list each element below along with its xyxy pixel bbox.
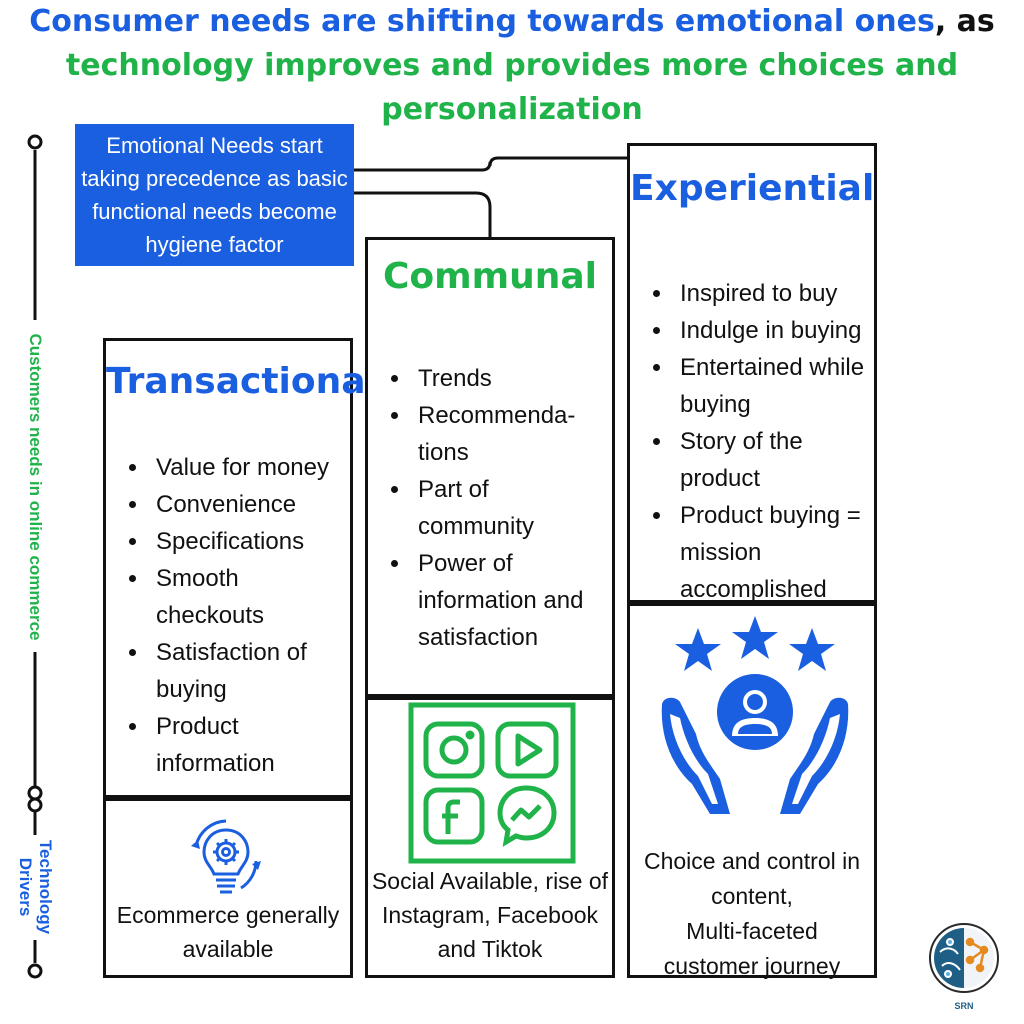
list-item: Value for money [150,449,360,486]
social-driver-box: Social Available, rise of Instagram, Fac… [365,697,615,978]
experiential-heading: Experiential [630,168,875,209]
social-apps-icon [408,702,576,864]
experiential-needs-box: Experiential Inspired to buy Indulge in … [627,143,877,603]
technology-drivers-text: Technology Drivers [16,839,55,935]
list-item: Product information [150,708,306,782]
brand-logo: SRN [928,922,1000,1011]
list-item: Inspired to buy [674,275,904,312]
ecommerce-driver-box: Ecommerce generally available [103,798,353,978]
list-item: Smooth checkouts [150,560,306,634]
list-item: Power of information and satisfaction [412,545,618,656]
title-part-black: as [956,4,995,39]
communal-list: Trends Recommenda-tions Part of communit… [390,360,627,656]
technology-drivers-label: Technology Drivers [15,832,55,942]
list-item: Product buying = mission accomplished [674,497,880,608]
list-item: Recommenda-tions [412,397,588,471]
title-part-blue: Consumer needs are shifting towards emot… [29,4,935,39]
timeline-node-bottom [27,963,43,979]
list-item: Specifications [150,523,360,560]
communal-heading: Communal [382,256,598,297]
page-title: Consumer needs are shifting towards emot… [0,0,1024,132]
logo-text: SRN [954,1001,974,1011]
title-comma: , [934,4,947,39]
list-item: Trends [412,360,627,397]
transactional-needs-box: Transactional Value for money Convenienc… [103,338,378,798]
ecommerce-driver-caption: Ecommerce generally available [116,902,340,962]
social-driver-caption: Social Available, rise of Instagram, Fac… [371,868,609,962]
list-item: Satisfaction of buying [150,634,336,708]
experience-driver-caption: Choice and control in content, Multi-fac… [643,848,861,979]
communal-needs-box: Communal Trends Recommenda-tions Part of… [365,237,615,697]
timeline-node-mid2 [27,797,43,813]
list-item: Story of the product [674,423,830,497]
experience-driver-box: Choice and control in content, Multi-fac… [627,603,877,979]
brain-network-logo-icon [929,923,999,993]
lightbulb-gear-icon [191,819,261,894]
transactional-heading: Transactional [106,361,378,402]
emotional-needs-callout: Emotional Needs start taking precedence … [75,124,354,266]
list-item: Part of community [412,471,568,545]
list-item: Convenience [150,486,360,523]
list-item: Indulge in buying [674,312,904,349]
transactional-list: Value for money Convenience Specificatio… [128,449,360,782]
list-item: Entertained while buying [674,349,880,423]
hands-stars-customer-icon [661,616,849,814]
title-part-green: technology improves and provides more ch… [65,48,959,127]
timeline-node-mid1 [27,785,43,801]
timeline-node-top [27,134,43,150]
experiential-list: Inspired to buy Indulge in buying Entert… [652,275,904,608]
customers-needs-label: Customers needs in online commerce [26,333,45,641]
